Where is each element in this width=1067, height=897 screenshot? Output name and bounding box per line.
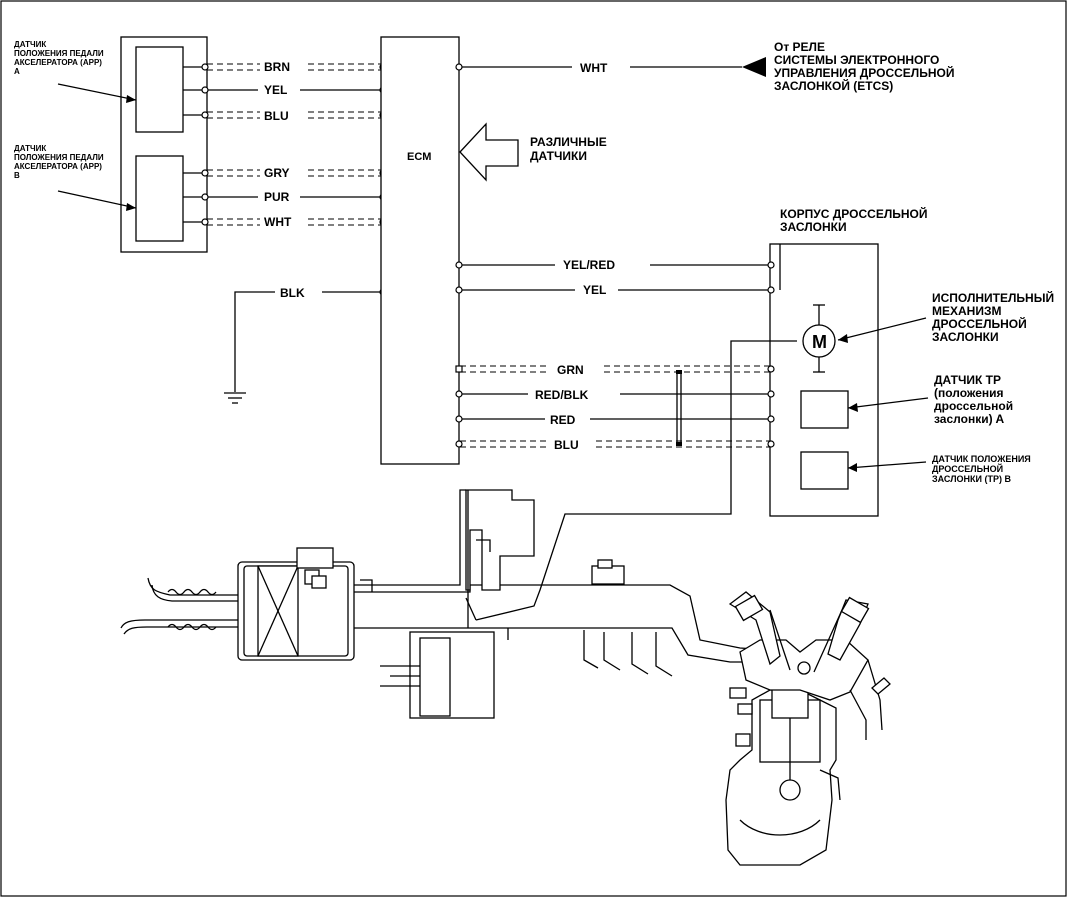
tp-sensor-a-label: ДАТЧИК TP (положения дроссельной заслонк…: [934, 373, 1016, 426]
app-sensor-b-label: ДАТЧИК ПОЛОЖЕНИЯ ПЕДАЛИ АКСЕЛЕРАТОРА (AP…: [14, 144, 106, 180]
wire-label-yel-red: YEL/RED: [563, 258, 615, 272]
throttle-valve: [465, 597, 477, 621]
wire-label-blu-right: BLU: [554, 438, 579, 452]
app-a-pointer: [57, 83, 137, 101]
wire-label-wht: WHT: [264, 215, 292, 229]
etcs-relay-label: От РЕЛЕ СИСТЕМЫ ЭЛЕКТРОННОГО УПРАВЛЕНИЯ …: [774, 40, 958, 93]
engine-cylinder-drawing: [725, 591, 891, 866]
tp-sensor-b-element: [800, 451, 849, 490]
throttle-actuator-motor: [779, 244, 836, 373]
tp-sensor-b-label: ДАТЧИК ПОЛОЖЕНИЯ ДРОССЕЛЬНОЙ ЗАСЛОНКИ (T…: [932, 454, 1033, 484]
app-sensor-assembly: [57, 36, 208, 253]
wire-label-brn: BRN: [264, 60, 290, 74]
actuator-label: ИСПОЛНИТЕЛЬНЫЙ МЕХАНИЗМ ДРОССЕЛЬНОЙ ЗАСЛ…: [932, 290, 1057, 344]
piston: [771, 687, 809, 719]
app-b-pointer: [57, 190, 137, 209]
ecm-label: ECM: [407, 151, 431, 163]
throttle-body-label: КОРПУС ДРОССЕЛЬНОЙ ЗАСЛОНКИ: [780, 206, 931, 234]
app-sensor-a-label: ДАТЧИК ПОЛОЖЕНИЯ ПЕДАЛИ АКСЕЛЕРАТОРА (AP…: [14, 40, 106, 76]
app-sensor-a-element: [135, 46, 184, 133]
wire-label-gry: GRY: [264, 166, 290, 180]
ecm-box: [380, 36, 460, 465]
wire-label-grn: GRN: [557, 363, 584, 377]
wire-label-blk: BLK: [280, 286, 305, 300]
tp-sensor-a-element: [800, 390, 849, 429]
wire-label-etcs-wht: WHT: [580, 61, 608, 75]
app-sensor-b-element: [135, 155, 184, 242]
etcs-relay-arrow-icon: [742, 57, 766, 77]
ecm-to-throttle-wiring: [455, 261, 775, 448]
various-sensors-label: РАЗЛИЧНЫЕ ДАТЧИКИ: [530, 135, 610, 163]
wire-label-yel-right: YEL: [583, 283, 606, 297]
app-to-ecm-wiring: [201, 63, 387, 226]
wire-label-yel: YEL: [264, 83, 287, 97]
wire-label-blu: BLU: [264, 109, 289, 123]
motor-symbol: M: [812, 332, 827, 352]
wire-label-pur: PUR: [264, 190, 290, 204]
ground-circuit: [224, 288, 387, 404]
etcs-relay-wire: [455, 57, 766, 77]
wire-label-red: RED: [550, 413, 576, 427]
intake-system-drawing: [120, 340, 797, 719]
actuator-linkage-line: [475, 340, 797, 621]
various-sensors-arrow: [459, 122, 519, 182]
wire-label-red-blk: RED/BLK: [535, 388, 589, 402]
